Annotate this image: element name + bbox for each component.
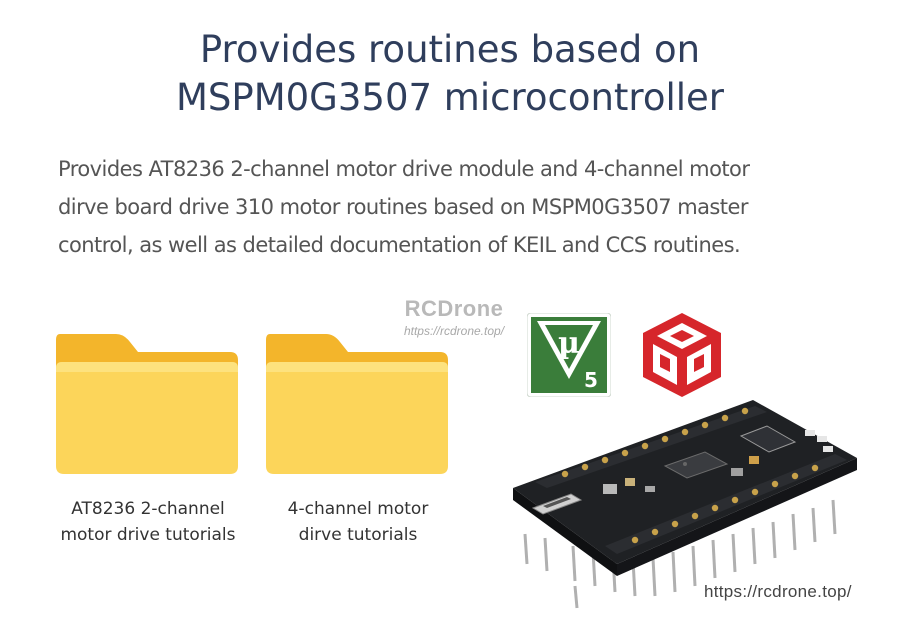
keil-mu5-logo: µ 5	[526, 312, 612, 401]
svg-text:5: 5	[584, 368, 598, 392]
folder-icon	[266, 334, 448, 474]
code-composer-studio-cube-logo	[641, 311, 723, 403]
title-line-2: MSPM0G3507 microcontroller	[176, 76, 724, 119]
watermark-url-small: https://rcdrone.top/	[403, 324, 505, 338]
page-title: Provides routines based on MSPM0G3507 mi…	[0, 26, 900, 122]
svg-text:µ: µ	[558, 326, 580, 361]
folder-label-line: AT8236 2-channel	[71, 499, 225, 519]
folder-2-channel[interactable]	[54, 332, 240, 481]
mspm0g3507-board-image	[505, 396, 865, 615]
folder-label-2-channel: AT8236 2-channel motor drive tutorials	[40, 496, 256, 548]
description-line-2: dirve board drive 310 motor routines bas…	[58, 195, 749, 219]
description-line-3: control, as well as detailed documentati…	[58, 233, 741, 257]
description: Provides AT8236 2-channel motor drive mo…	[58, 150, 858, 264]
description-line-1: Provides AT8236 2-channel motor drive mo…	[58, 157, 750, 181]
folder-4-channel[interactable]	[264, 332, 450, 481]
folder-label-line: motor drive tutorials	[60, 525, 236, 545]
watermark-url: https://rcdrone.top/	[704, 582, 852, 601]
folder-label-4-channel: 4-channel motor dirve tutorials	[250, 496, 466, 548]
watermark-brand: RCDrone	[404, 296, 504, 321]
title-line-1: Provides routines based on	[199, 28, 701, 71]
watermark-logo: RCDrone https://rcdrone.top/	[384, 296, 524, 338]
folder-label-line: dirve tutorials	[298, 525, 418, 545]
folder-label-line: 4-channel motor	[287, 499, 429, 519]
folder-icon	[56, 334, 238, 474]
